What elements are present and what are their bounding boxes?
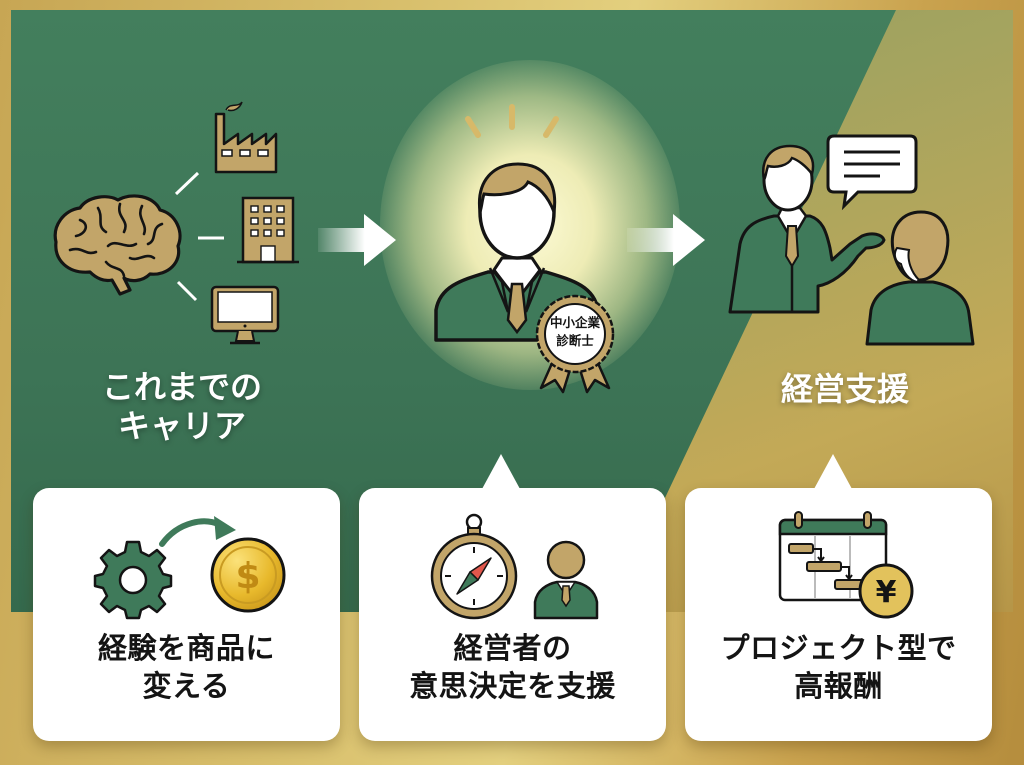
- card-1-line-2: 変える: [142, 668, 231, 703]
- card-3-line-1: プロジェクト型で: [720, 631, 957, 665]
- badge-text: 中小企業 診断士: [545, 314, 605, 349]
- card-2-text: 経営者の 意思決定を支援: [359, 630, 666, 705]
- arrow-right-icon: [627, 212, 707, 268]
- career-label-line-1: これまでの: [101, 368, 262, 406]
- shine-rays-icon: [462, 103, 562, 143]
- compass-icon: [429, 512, 519, 622]
- presenting-consultant-icon: [722, 144, 892, 314]
- office-building-icon: [237, 196, 299, 264]
- monitor-icon: [210, 285, 280, 347]
- card-experience-to-product: $ 経験を商品に 変える: [33, 488, 340, 741]
- card-2-line-2: 意思決定を支援: [409, 668, 616, 703]
- business-person-icon: [531, 540, 601, 620]
- card-pointer: [482, 454, 520, 489]
- arrow-right-icon: [318, 212, 398, 268]
- factory-icon: [212, 98, 280, 174]
- dollar-symbol: $: [235, 556, 260, 597]
- card-1-line-1: 経験を商品に: [97, 631, 275, 665]
- yen-symbol: ¥: [876, 575, 897, 610]
- career-label-line-2: キャリア: [117, 407, 246, 446]
- card-pointer: [814, 454, 852, 489]
- curved-arrow-icon: [158, 508, 238, 548]
- management-support-label: 経営支援: [780, 370, 909, 408]
- certification-badge-icon: 中小企業 診断士: [527, 294, 623, 394]
- card-3-line-2: 高報酬: [794, 668, 883, 703]
- card-support-decisions: 経営者の 意思決定を支援: [359, 454, 666, 741]
- client-person-icon: [863, 210, 978, 346]
- badge-line-1: 中小企業: [549, 315, 600, 330]
- gantt-calendar-icon: [775, 510, 888, 606]
- gear-icon: [93, 540, 173, 620]
- card-2-line-1: 経営者の: [453, 631, 572, 665]
- dollar-coin-icon: $: [209, 536, 287, 614]
- speech-bubble-icon: [826, 134, 918, 211]
- connector-lines: [170, 170, 224, 305]
- card-3-text: プロジェクト型で 高報酬: [685, 630, 992, 705]
- career-label: これまでの キャリア: [62, 368, 302, 446]
- brain-icon: [50, 190, 185, 296]
- card-1-text: 経験を商品に 変える: [33, 630, 340, 705]
- yen-coin-icon: ¥: [857, 562, 915, 620]
- badge-line-2: 診断士: [556, 332, 594, 348]
- card-project-high-fee: ¥ プロジェクト型で 高報酬: [685, 454, 992, 741]
